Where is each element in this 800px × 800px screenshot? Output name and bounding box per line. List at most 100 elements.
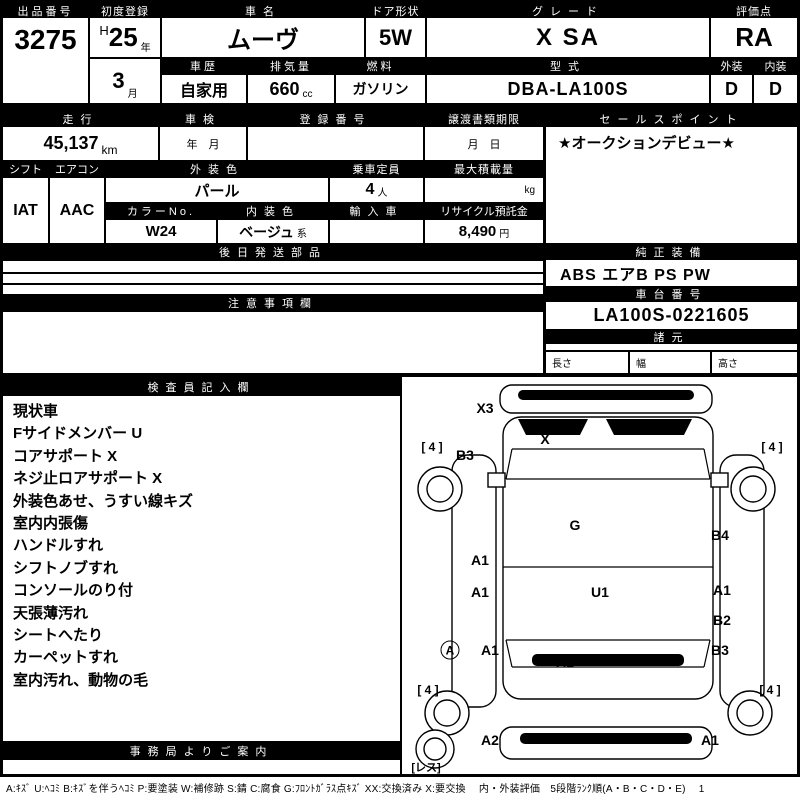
exhibit-number-label: 出品番号 <box>3 3 88 18</box>
damage-mark-a1: A1 <box>701 732 719 748</box>
caution-label: 注意事項欄 <box>3 294 543 312</box>
genuine-equipment-cell: ABS エアB PS PW <box>546 260 797 286</box>
exhibit-number-value: 3275 <box>3 18 88 103</box>
year-unit: 年 <box>140 43 151 54</box>
exterior-score-cell: D <box>711 75 752 103</box>
spare-tire-mark: [レス] <box>411 762 441 774</box>
import-label: 輸入車 <box>330 202 423 220</box>
capacity-label: 乗車定員 <box>330 160 423 178</box>
inspection-label: 車検 <box>160 110 246 127</box>
caution-cell <box>3 312 543 373</box>
first-registration-year-cell: H 25 年 <box>90 18 160 57</box>
damage-mark-b4: B4 <box>711 527 729 543</box>
later-parts-row-3 <box>3 285 543 294</box>
exterior-color-cell: パール <box>106 178 328 202</box>
fuel-label: 燃料 <box>336 57 425 75</box>
displacement-cell: 660 cc <box>248 75 334 103</box>
chassis-number-cell: LA100S-0221605 <box>546 302 797 329</box>
mileage-label: 走行 <box>3 110 158 127</box>
mileage-unit: km <box>101 143 118 157</box>
transfer-deadline-label: 譲渡書類期限 <box>425 110 543 127</box>
damage-mark-a1: A1 <box>481 642 499 658</box>
interior-color-suffix: 系 <box>296 229 307 240</box>
inspector-note-line: 天張薄汚れ <box>13 604 89 622</box>
interior-color-label: 内装色 <box>218 202 328 220</box>
car-name: ムーヴ <box>227 27 299 54</box>
inspector-note-line: シートへたり <box>13 627 104 645</box>
damage-mark-b3: B3 <box>456 447 474 463</box>
office-info-label: 事務局よりご案内 <box>3 741 400 760</box>
inspector-note-line: Fサイドメンバー U <box>13 425 143 443</box>
color-number-label: カラーNo. <box>106 202 216 220</box>
door-shape: 5W <box>379 24 412 50</box>
inspector-note-line: 現状車 <box>13 403 59 420</box>
inspector-note-line: ネジ止ロアサポート X <box>13 470 163 488</box>
recycle-amount: 8,490 <box>458 223 497 240</box>
damage-mark-a1: A1 <box>713 582 731 598</box>
damage-mark-g: G <box>569 517 581 533</box>
grade-label: グレード <box>427 3 709 18</box>
capacity-value: 4 <box>365 181 375 198</box>
exterior-score: D <box>725 78 738 99</box>
damage-mark-a1: A1 <box>556 654 574 670</box>
inspector-label: 検査員記入欄 <box>3 377 400 396</box>
interior-color-cell: ベージュ 系 <box>218 220 328 243</box>
exterior-score-label: 外装 <box>711 57 752 75</box>
max-load-cell: kg <box>425 178 543 202</box>
registration-year: 25 <box>108 22 138 52</box>
sales-point-value: ★オークションデビュー★ <box>558 135 735 152</box>
car-name-label: 車名 <box>162 3 364 18</box>
history-cell: 自家用 <box>162 75 246 103</box>
inspection-cell: 年 月 <box>160 127 246 160</box>
chassis-number: LA100S-0221605 <box>593 305 750 325</box>
inspector-note-line: シフトノブすれ <box>13 559 119 577</box>
sheet-grid: 出品番号 初度登録 車名 ドア形状 グレード 評価点 3275 H 25 年 ム… <box>0 0 800 777</box>
tire-tread-mark: [ 4 ] <box>417 683 439 697</box>
damage-mark-a1: A1 <box>471 584 489 600</box>
registration-month: 3 <box>112 68 125 93</box>
later-parts-row-1 <box>3 261 543 272</box>
transfer-placeholder: 月 日 <box>467 138 501 151</box>
interior-color-value: ベージュ <box>239 223 294 240</box>
door-shape-cell: 5W <box>366 18 425 57</box>
registration-number-label: 登録番号 <box>248 110 423 127</box>
inspector-note-line: ハンドルすれ <box>13 537 104 555</box>
era-letter: H <box>99 23 109 38</box>
chassis-number-label: 車台番号 <box>546 286 797 302</box>
width-label: 幅 <box>636 359 646 370</box>
damage-mark-a2: A2 <box>481 732 499 748</box>
office-info-cell <box>3 760 400 774</box>
fuel-value: ガソリン <box>352 81 409 97</box>
tire-tread-mark: [ 4 ] <box>761 440 783 454</box>
mileage-value: 45,137 <box>43 133 99 153</box>
width-cell: 幅 <box>630 352 710 373</box>
car-outline-drawing <box>415 384 776 769</box>
model-code-label: 型式 <box>427 57 709 75</box>
history-label: 車歴 <box>162 57 246 75</box>
height-cell: 高さ <box>712 352 797 373</box>
damage-mark-a: A <box>440 640 460 660</box>
score-label: 評価点 <box>711 3 797 18</box>
later-parts-label: 後日発送部品 <box>3 243 543 261</box>
model-code: DBA-LA100S <box>507 78 629 99</box>
fuel-cell: ガソリン <box>336 75 425 103</box>
exterior-color-value: パール <box>194 182 240 200</box>
tire-tread-mark: [ 4 ] <box>421 440 443 454</box>
damage-mark-x: X <box>540 431 550 447</box>
score-value: RA <box>735 22 773 52</box>
color-number-value: W24 <box>145 223 177 240</box>
sales-point-label: セールスポイント <box>546 110 797 127</box>
recycle-deposit-cell: 8,490 円 <box>425 220 543 243</box>
interior-score-label: 内装 <box>754 57 797 75</box>
length-cell: 長さ <box>546 352 628 373</box>
later-parts-row-2 <box>3 274 543 283</box>
inspector-note-line: コンソールのり付 <box>13 582 134 600</box>
shift-value: IAT <box>13 201 38 219</box>
displacement-unit: cc <box>302 89 313 100</box>
damage-mark-a1: A1 <box>471 552 489 568</box>
damage-code-legend: A:ｷｽﾞ U:ﾍｺﾐ B:ｷｽﾞを伴うﾍｺﾐ P:要塗装 W:補修跡 S:錆 … <box>6 784 705 795</box>
model-code-cell: DBA-LA100S <box>427 75 709 103</box>
color-number-cell: W24 <box>106 220 216 243</box>
